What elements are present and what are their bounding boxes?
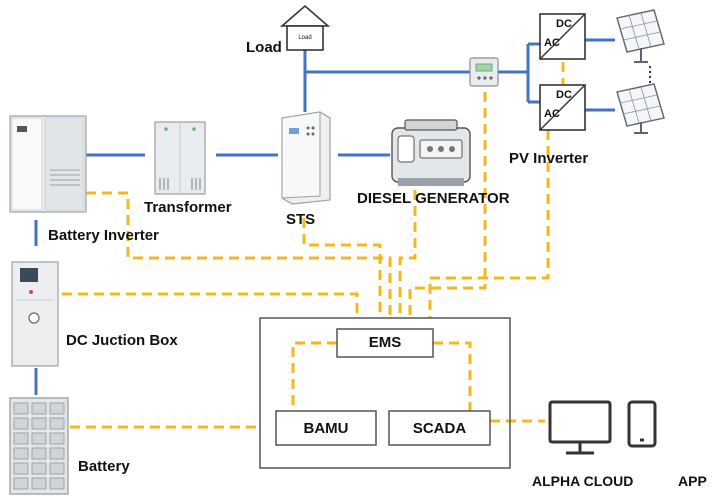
battery-label: Battery	[78, 458, 130, 475]
comm-line-junction-box	[62, 292, 359, 318]
ems-box	[336, 328, 434, 358]
inverter-top-dc-label: DC	[556, 18, 572, 30]
comm-line-ems-bamu	[291, 341, 337, 411]
power-lines	[34, 38, 615, 395]
ems-system-frame	[259, 317, 511, 469]
pv-inverter-top-icon	[539, 13, 586, 60]
transformer-label: Transformer	[144, 199, 232, 216]
comm-line-generator	[398, 190, 417, 318]
ems-label: EMS	[368, 334, 402, 351]
app-label: APP	[678, 473, 707, 489]
load-house-label: Load	[298, 35, 312, 41]
scada-box	[388, 410, 491, 446]
inverter-bottom-dc-label: DC	[556, 89, 572, 101]
comm-line-sts	[302, 218, 382, 318]
scada-label: SCADA	[412, 420, 467, 437]
load-label: Load	[246, 39, 282, 56]
sts-label: STS	[286, 211, 316, 228]
dc-junction-box-label: DC Juction Box	[66, 332, 178, 349]
inverter-bottom-ac-label: AC	[544, 108, 560, 120]
battery-inverter-icon	[9, 115, 87, 213]
sts-icon	[281, 111, 331, 205]
pv-inverter-bottom-icon	[539, 84, 586, 131]
pv-inverter-label: PV Inverter	[509, 150, 589, 167]
comm-lines	[62, 62, 565, 429]
alpha-cloud-label: ALPHA CLOUD	[532, 473, 634, 489]
phone-icon	[627, 400, 657, 448]
battery-inverter-label: Battery Inverter	[48, 227, 159, 244]
ems-system	[259, 317, 511, 469]
comm-line-pv-inverter	[428, 130, 550, 318]
meter-icon	[469, 57, 499, 87]
comm-line-meter	[408, 92, 487, 318]
comm-line-ems-scada	[433, 341, 472, 411]
inverter-top-ac-label: AC	[544, 37, 560, 49]
dc-junction-box-icon	[11, 261, 59, 367]
solar-panel-top-icon	[616, 9, 665, 63]
bamu-label: BAMU	[303, 420, 349, 437]
monitor-icon	[548, 400, 612, 455]
transformer-icon	[154, 121, 206, 195]
load-house-icon	[279, 4, 331, 51]
diesel-generator-label: DIESEL GENERATOR	[357, 190, 510, 207]
bamu-box	[275, 410, 377, 446]
comm-line-battery-inverter	[86, 191, 392, 318]
solar-panel-bottom-icon	[616, 83, 665, 134]
diesel-generator-icon	[391, 119, 471, 186]
battery-rack-icon	[9, 397, 69, 495]
